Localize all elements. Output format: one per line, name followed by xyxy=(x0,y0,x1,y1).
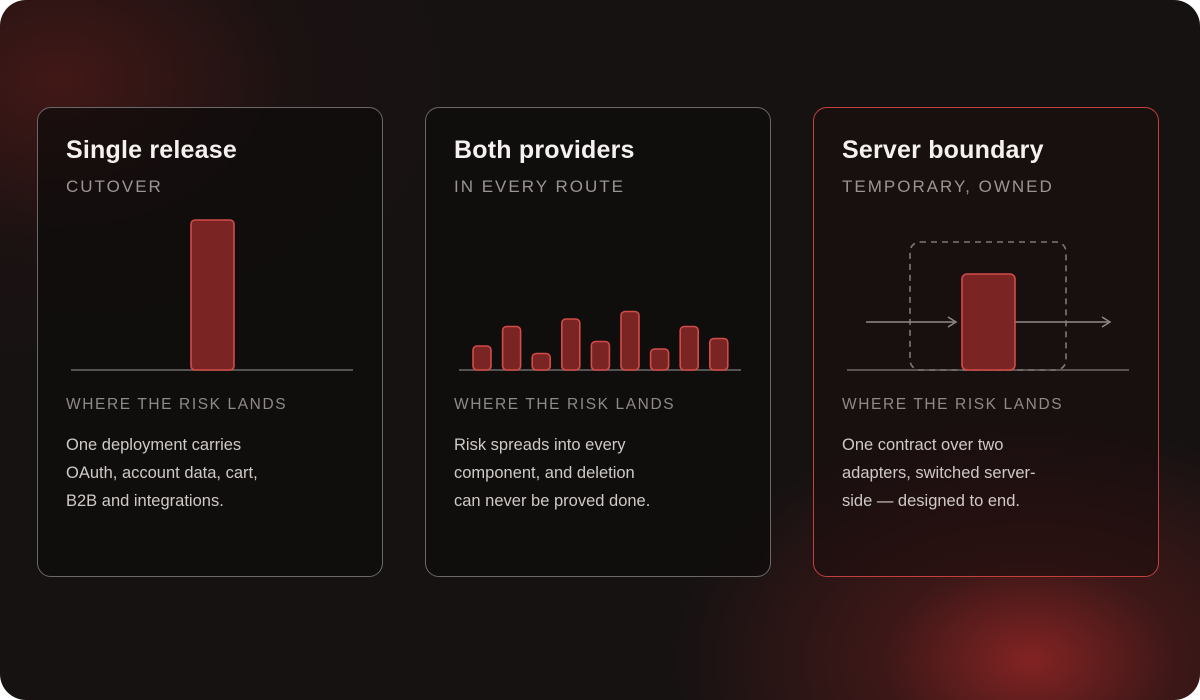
card-caption: WHERE THE RISK LANDS xyxy=(842,396,1064,413)
arrowhead-in-icon xyxy=(947,316,958,328)
adapter-block xyxy=(961,273,1016,371)
bar-group xyxy=(472,310,729,371)
risk-bar xyxy=(620,310,640,371)
bar-group xyxy=(190,219,235,371)
card-server-boundary: Server boundary TEMPORARY, OWNED WHERE T… xyxy=(813,107,1159,577)
risk-bar xyxy=(190,219,235,371)
risk-bar xyxy=(708,337,729,371)
card-single-release: Single release CUTOVER WHERE THE RISK LA… xyxy=(37,107,383,577)
card-description: One contract over two adapters, switched… xyxy=(842,431,1072,515)
card-description: One deployment carries OAuth, account da… xyxy=(66,431,296,515)
description-line: component, and deletion xyxy=(454,464,635,482)
card-subtitle: IN EVERY ROUTE xyxy=(454,177,625,196)
card-subtitle: CUTOVER xyxy=(66,177,163,196)
risk-bar xyxy=(501,325,522,371)
description-line: Risk spreads into every xyxy=(454,436,626,454)
arrowhead-out-icon xyxy=(1101,316,1112,328)
description-line: side — designed to end. xyxy=(842,492,1020,510)
risk-bar xyxy=(472,345,492,371)
card-subtitle: TEMPORARY, OWNED xyxy=(842,177,1054,196)
risk-bar xyxy=(649,348,670,371)
card-caption: WHERE THE RISK LANDS xyxy=(66,396,288,413)
risk-bar xyxy=(561,318,581,371)
risk-diagram-spread xyxy=(459,310,741,371)
description-line: One contract over two xyxy=(842,436,1004,454)
card-title: Both providers xyxy=(454,136,635,164)
card-title: Single release xyxy=(66,136,237,164)
description-line: One deployment carries xyxy=(66,436,242,454)
risk-bar xyxy=(590,340,611,371)
risk-bar xyxy=(679,325,699,371)
card-description: Risk spreads into every component, and d… xyxy=(454,431,684,515)
card-title: Server boundary xyxy=(842,136,1044,164)
card-caption: WHERE THE RISK LANDS xyxy=(454,396,676,413)
risk-bar xyxy=(531,352,551,371)
card-both-providers: Both providers IN EVERY ROUTE WHERE THE … xyxy=(425,107,771,577)
risk-diagram-single xyxy=(71,219,353,371)
description-line: can never be proved done. xyxy=(454,492,651,510)
risk-diagram-boundary xyxy=(847,241,1129,371)
description-line: OAuth, account data, cart, xyxy=(66,464,258,482)
description-line: adapters, switched server- xyxy=(842,464,1036,482)
description-line: B2B and integrations. xyxy=(66,492,224,510)
